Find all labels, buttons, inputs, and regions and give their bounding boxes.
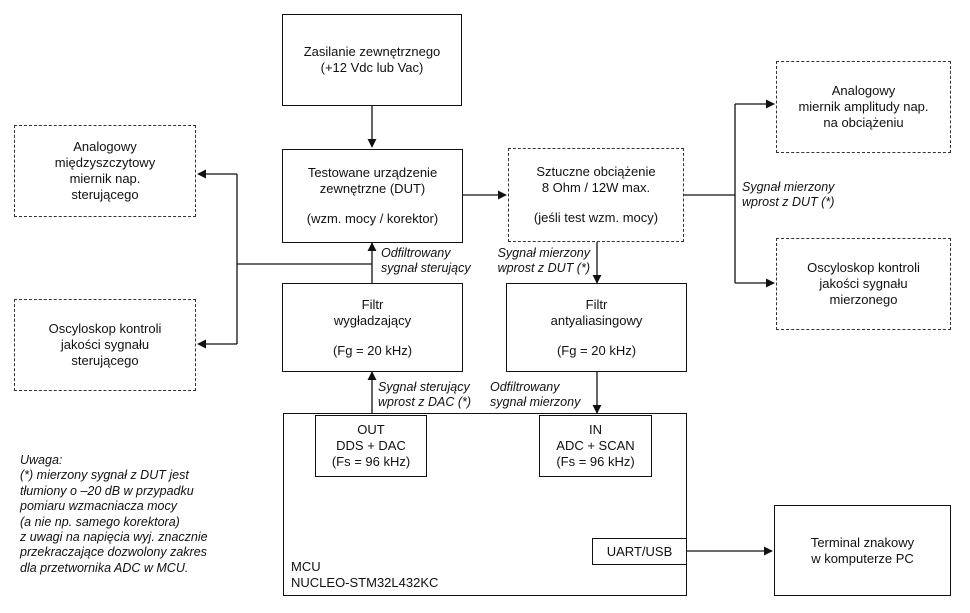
label-measured-direct-left: Sygnał mierzony wprost z DUT (*) xyxy=(497,246,590,275)
smooth-line3: (Fg = 20 kHz) xyxy=(332,342,413,358)
dac-line2: DDS + DAC xyxy=(336,438,406,453)
load-line3: (jeśli test wzm. mocy) xyxy=(533,210,659,225)
dut-line3: (wzm. mocy / korektor) xyxy=(306,211,439,226)
label-control-direct-dac: Sygnał sterujący wprost z DAC (*) xyxy=(378,380,472,409)
measured-scope-block: Oscyloskop kontroli jakości sygnału mier… xyxy=(776,238,951,330)
dac-output-block: OUT DDS + DAC (Fs = 96 kHz) xyxy=(315,415,427,477)
adc-line3: (Fs = 96 kHz) xyxy=(556,454,635,469)
meter-ctrl-line2: międzyszczytowy xyxy=(54,155,156,170)
load-line2: 8 Ohm / 12W max. xyxy=(541,180,651,195)
antialias-filter-block: Filtr antyaliasingowy (Fg = 20 kHz) xyxy=(506,283,687,372)
scope-out-line3: mierzonego xyxy=(829,292,898,307)
meter-out-line2: miernik amplitudy nap. xyxy=(798,99,929,114)
smooth-line2: wygładzający xyxy=(333,312,412,328)
meter-ctrl-line4: sterującego xyxy=(71,187,139,202)
aa-line3: (Fg = 20 kHz) xyxy=(556,342,637,358)
smoothing-filter-block: Filtr wygładzający (Fg = 20 kHz) xyxy=(282,283,463,372)
power-line2: (+12 Vdc lub Vac) xyxy=(320,60,424,75)
meter-ctrl-line1: Analogowy xyxy=(73,139,137,154)
scope-ctrl-line1: Oscyloskop kontroli xyxy=(48,321,162,336)
label-filtered-measured-signal: Odfiltrowany sygnał mierzony xyxy=(490,380,581,409)
dut-block: Testowane urządzenie zewnętrzne (DUT) (w… xyxy=(282,149,463,243)
mcu-label: MCU NUCLEO-STM32L432KC xyxy=(291,559,438,591)
smooth-line1: Filtr xyxy=(361,296,384,312)
power-line1: Zasilanie zewnętrznego xyxy=(303,44,441,59)
note-line: tłumiony o –20 dB w przypadku xyxy=(20,483,194,498)
mcu-line1: MCU xyxy=(291,559,321,574)
note-line: z uwagi na napięcia wyj. znacznie xyxy=(20,530,208,545)
meter-out-line3: na obciążeniu xyxy=(823,115,904,130)
peak-meter-block: Analogowy międzyszczytowy miernik nap. s… xyxy=(14,125,196,217)
label-measured-direct-right: Sygnał mierzony wprost z DUT (*) xyxy=(742,180,835,209)
uart-line1: UART/USB xyxy=(606,543,673,559)
footnote: Uwaga: (*) mierzony sygnał z DUT jest tł… xyxy=(20,453,208,576)
adc-input-block: IN ADC + SCAN (Fs = 96 kHz) xyxy=(539,415,652,477)
pc-terminal-block: Terminal znakowy w komputerze PC xyxy=(774,505,951,596)
aa-line1: Filtr xyxy=(585,296,608,312)
meter-out-line1: Analogowy xyxy=(831,83,896,98)
scope-out-line2: jakości sygnału xyxy=(819,276,908,291)
scope-ctrl-line3: sterującego xyxy=(71,353,139,368)
note-line: Uwaga: xyxy=(20,453,63,467)
terminal-line1: Terminal znakowy xyxy=(810,534,915,550)
dac-line3: (Fs = 96 kHz) xyxy=(331,454,411,469)
note-line: przekraczające dozwolony zakres xyxy=(20,545,207,560)
terminal-line2: w komputerze PC xyxy=(811,550,914,566)
load-line1: Sztuczne obciążenie xyxy=(536,164,656,179)
scope-ctrl-line2: jakości sygnału xyxy=(60,337,150,352)
amplitude-meter-block: Analogowy miernik amplitudy nap. na obci… xyxy=(776,61,951,153)
scope-out-line1: Oscyloskop kontroli xyxy=(807,260,920,275)
note-line: (a nie np. samego korektora) xyxy=(20,514,180,529)
aa-line2: antyaliasingowy xyxy=(550,312,643,328)
dut-line1: Testowane urządzenie xyxy=(307,165,438,180)
mcu-line2: NUCLEO-STM32L432KC xyxy=(291,575,439,590)
meter-ctrl-line3: miernik nap. xyxy=(69,171,141,186)
label-filtered-control-signal: Odfiltrowany sygnał sterujący xyxy=(381,246,471,275)
control-scope-block: Oscyloskop kontroli jakości sygnału ster… xyxy=(14,299,196,391)
dut-line2: zewnętrzne (DUT) xyxy=(319,181,426,196)
artificial-load-block: Sztuczne obciążenie 8 Ohm / 12W max. (je… xyxy=(508,148,684,242)
dac-line1: OUT xyxy=(357,422,385,437)
note-line: pomiaru wzmacniacza mocy xyxy=(20,499,177,514)
adc-line2: ADC + SCAN xyxy=(556,438,635,453)
uart-usb-block: UART/USB xyxy=(592,538,687,565)
note-line: (*) mierzony sygnał z DUT jest xyxy=(20,468,189,483)
note-line: dla przetwornika ADC w MCU. xyxy=(20,560,189,575)
power-supply-block: Zasilanie zewnętrznego (+12 Vdc lub Vac) xyxy=(282,14,462,106)
adc-line1: IN xyxy=(589,422,602,437)
